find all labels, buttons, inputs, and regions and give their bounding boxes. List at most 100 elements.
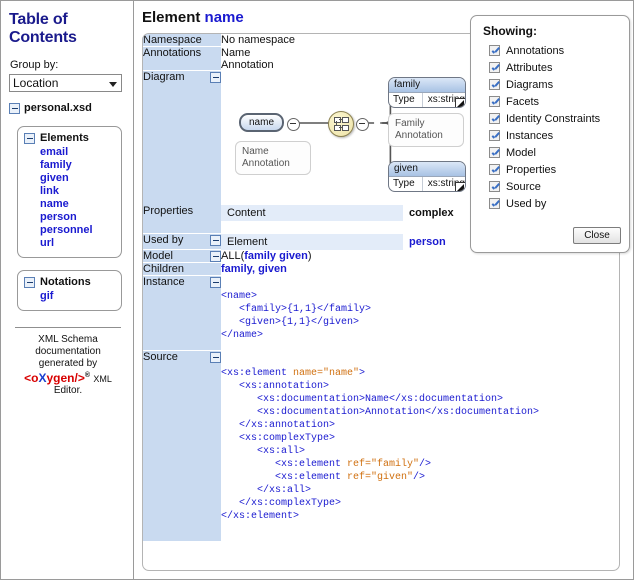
- checkbox-checked-icon[interactable]: [489, 62, 500, 73]
- showing-option-label: Facets: [506, 95, 540, 108]
- group-elements-header[interactable]: Elements: [24, 132, 115, 144]
- toc-link-name[interactable]: name: [40, 198, 69, 210]
- showing-option-identity-constraints[interactable]: Identity Constraints: [489, 111, 619, 126]
- used-by-key: Element: [221, 233, 403, 250]
- oxygen-logo-suffix: XML: [93, 374, 112, 384]
- collapse-icon[interactable]: [287, 117, 300, 131]
- list-item[interactable]: url: [40, 237, 115, 250]
- registered-mark-icon: ®: [84, 372, 91, 379]
- list-item[interactable]: family: [40, 159, 115, 172]
- toc-link-family[interactable]: family: [40, 159, 72, 171]
- showing-option-label: Diagrams: [506, 78, 554, 91]
- checkbox-checked-icon[interactable]: [489, 45, 500, 56]
- checkbox-checked-icon[interactable]: [489, 79, 500, 90]
- toc-link-person[interactable]: person: [40, 211, 77, 223]
- showing-option-label: Annotations: [506, 44, 565, 57]
- used-by-value[interactable]: person: [409, 235, 446, 248]
- showing-option-used-by[interactable]: Used by: [489, 196, 619, 211]
- tree-root-personal-xsd[interactable]: personal.xsd: [9, 102, 127, 114]
- checkbox-checked-icon[interactable]: [489, 130, 500, 141]
- properties-key: Content: [221, 205, 403, 221]
- row-label-model: Model: [143, 249, 221, 263]
- toc-link-given[interactable]: given: [40, 172, 69, 184]
- collapse-icon[interactable]: [210, 277, 221, 288]
- collapse-icon[interactable]: [24, 276, 35, 288]
- showing-option-facets[interactable]: Facets: [489, 94, 619, 109]
- model-prefix: ALL(: [221, 249, 245, 262]
- src-l4: <xs:documentation>Annotation</xs:documen…: [221, 406, 540, 418]
- checkbox-checked-icon[interactable]: [489, 164, 500, 175]
- toc-link-gif[interactable]: gif: [40, 290, 54, 302]
- showing-option-instances[interactable]: Instances: [489, 128, 619, 143]
- src-l2: <xs:annotation>: [221, 380, 330, 392]
- page-title: Table of Contents: [9, 11, 77, 46]
- toc-link-email[interactable]: email: [40, 146, 69, 158]
- list-item[interactable]: person: [40, 211, 115, 224]
- toc-link-url[interactable]: url: [40, 237, 55, 249]
- row-label-used-by: Used by: [143, 233, 221, 250]
- model-all-icon[interactable]: [328, 110, 354, 137]
- showing-option-diagrams[interactable]: Diagrams: [489, 77, 619, 92]
- type-key: Type: [389, 176, 423, 191]
- list-item[interactable]: link: [40, 185, 115, 198]
- checkbox-checked-icon[interactable]: [489, 96, 500, 107]
- oxygen-logo: <oXygen/>® XML: [13, 370, 123, 385]
- table-row: Content complex: [221, 205, 460, 221]
- group-notations-header[interactable]: Notations: [24, 276, 115, 288]
- collapse-icon[interactable]: [356, 117, 369, 131]
- oxygen-logo-part1: <o: [24, 371, 39, 385]
- element-heading-name: name: [204, 9, 244, 26]
- table-row-children: Children family, given: [143, 262, 619, 276]
- showing-option-label: Model: [506, 146, 536, 159]
- collapse-icon[interactable]: [9, 102, 20, 114]
- children-value[interactable]: family, given: [221, 262, 287, 275]
- list-item[interactable]: email: [40, 146, 115, 159]
- list-item[interactable]: gif: [40, 290, 115, 303]
- group-notations-title: Notations: [40, 276, 91, 288]
- src-l8b: ref="family": [347, 458, 420, 470]
- group-elements-list: email family given link name person pers…: [24, 146, 115, 250]
- credit-line-1: XML Schema: [38, 334, 98, 345]
- row-label-properties-text: Properties: [143, 205, 194, 217]
- collapse-icon[interactable]: [210, 235, 221, 246]
- toc-link-link[interactable]: link: [40, 185, 59, 197]
- table-row: Element person: [221, 233, 452, 250]
- credit-line-2: documentation: [35, 346, 101, 357]
- diagram-annotation-family-l2: Annotation: [395, 129, 443, 141]
- instance-code: <name> <family>{1,1}</family> <given>{1,…: [221, 290, 372, 341]
- group-by-label: Group by:: [10, 59, 59, 71]
- showing-option-properties[interactable]: Properties: [489, 162, 619, 177]
- group-elements-title: Elements: [40, 132, 89, 144]
- group-notations: Notations gif: [17, 270, 122, 311]
- src-l11: </xs:complexType>: [221, 497, 342, 509]
- diagram-node-name[interactable]: name: [239, 112, 284, 132]
- showing-option-model[interactable]: Model: [489, 145, 619, 160]
- checkbox-checked-icon[interactable]: [489, 113, 500, 124]
- showing-panel-title: Showing:: [483, 24, 537, 38]
- group-by-select[interactable]: Location: [9, 74, 122, 92]
- close-button[interactable]: Close: [573, 227, 621, 244]
- diagram-node-given[interactable]: given Type xs:string: [388, 160, 466, 192]
- collapse-icon[interactable]: [210, 72, 221, 83]
- checkbox-checked-icon[interactable]: [489, 181, 500, 192]
- diagram-node-family[interactable]: family Type xs:string: [388, 76, 466, 108]
- checkbox-checked-icon[interactable]: [489, 198, 500, 209]
- row-label-used-by-text: Used by: [143, 234, 184, 246]
- collapse-icon[interactable]: [210, 352, 221, 363]
- schema-diagram[interactable]: name Name Annotation: [221, 71, 619, 199]
- list-item[interactable]: given: [40, 172, 115, 185]
- showing-option-attributes[interactable]: Attributes: [489, 60, 619, 75]
- diagram-annotation-name-l1: Name: [242, 145, 269, 157]
- collapse-icon[interactable]: [210, 251, 221, 262]
- main-content: Element name Namespace No namespace Anno…: [134, 1, 633, 579]
- checkbox-checked-icon[interactable]: [489, 147, 500, 158]
- showing-option-annotations[interactable]: Annotations: [489, 43, 619, 58]
- list-item[interactable]: name: [40, 198, 115, 211]
- toc-link-personnel[interactable]: personnel: [40, 224, 93, 236]
- diagram-node-given-label: given: [389, 161, 465, 177]
- showing-option-source[interactable]: Source: [489, 179, 619, 194]
- group-notations-list: gif: [24, 290, 115, 303]
- oxygen-logo-part2: X: [38, 371, 47, 385]
- collapse-icon[interactable]: [24, 132, 35, 144]
- list-item[interactable]: personnel: [40, 224, 115, 237]
